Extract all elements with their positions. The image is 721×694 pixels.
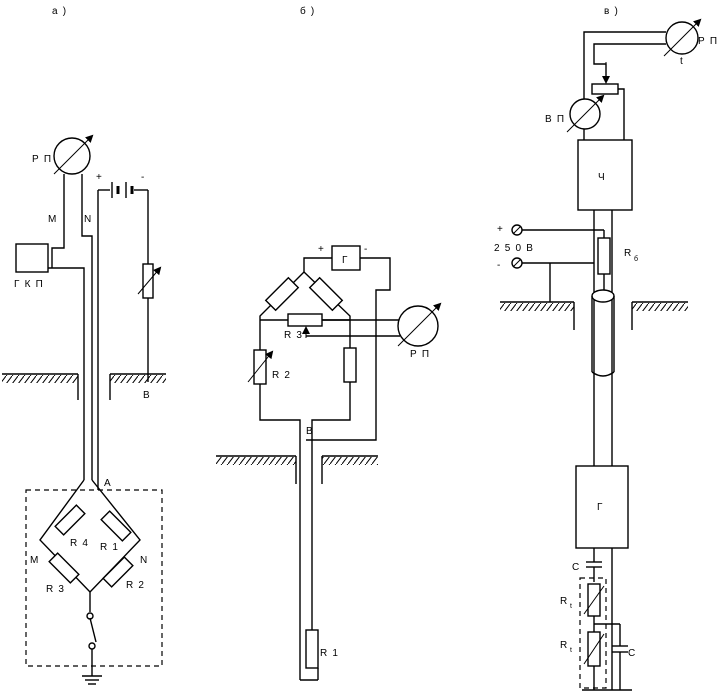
rb-resistor-c xyxy=(597,237,611,275)
generator-c xyxy=(575,465,629,549)
meter-rp-b-label: Р П xyxy=(410,349,430,360)
potentiometer-c xyxy=(591,83,619,95)
wire-m-label: М xyxy=(48,214,58,225)
r-right-b xyxy=(343,347,357,383)
meter-rp-b xyxy=(397,302,442,347)
r1-b-resistor xyxy=(305,629,319,669)
r2-a: R 2 xyxy=(126,580,145,591)
meter-rp-c xyxy=(663,18,702,57)
panel-c-tag: в ) xyxy=(604,6,619,17)
gkp-label: Г К П xyxy=(14,279,44,290)
battery-plus-a: + xyxy=(96,172,103,183)
freq-box-c xyxy=(577,139,633,211)
panel-a: а ) Р П М N Г К П + - В xyxy=(2,6,166,685)
t-label-c: t xyxy=(680,56,684,67)
gen-minus-b: - xyxy=(364,244,369,255)
rb-label-c: R xyxy=(624,248,632,259)
rt1-sub-c: t xyxy=(570,603,573,610)
r3-a: R 3 xyxy=(46,584,65,595)
thermistor-enclosure-c xyxy=(579,577,607,689)
freq-box-c-label: Ч xyxy=(598,172,606,183)
rt2-sub-c: t xyxy=(570,647,573,654)
meter-rp-a xyxy=(53,134,94,175)
meter-vp-c xyxy=(566,94,605,133)
cable-sheath-top-c xyxy=(591,289,615,303)
rt2-label-c: R xyxy=(560,640,568,651)
cap-side-c: С xyxy=(628,648,636,659)
terminal-plus-c: + xyxy=(497,224,504,235)
panel-a-tag: а ) xyxy=(52,6,67,17)
node-a-a: А xyxy=(104,478,112,489)
meter-rp-a-label: Р П xyxy=(32,154,52,165)
node-m-a: М xyxy=(30,555,40,566)
node-n-a: N xyxy=(140,555,148,566)
panel-b-tag: б ) xyxy=(300,5,315,17)
r1-a: R 1 xyxy=(100,542,119,553)
rt1-label-c: R xyxy=(560,596,568,607)
node-b-b: В xyxy=(306,426,314,437)
gen-plus-b: + xyxy=(318,244,325,255)
r3-b-resistor xyxy=(287,313,323,327)
voltage-c: 2 5 0 В xyxy=(494,243,534,254)
r3-b: R 3 xyxy=(284,330,303,341)
bridge-enclosure-a xyxy=(25,489,163,667)
generator-c-label: Г xyxy=(597,502,604,513)
gkp-box xyxy=(15,243,49,273)
r2-b: R 2 xyxy=(272,370,291,381)
cap-top-c: С xyxy=(572,562,580,573)
r4-a: R 4 xyxy=(70,538,89,549)
battery-minus-a: - xyxy=(141,172,146,183)
terminal-minus-c: - xyxy=(497,260,502,271)
panel-c: в ) Р П t В П Ч + - 2 5 0 В xyxy=(494,6,718,691)
rheostat-a xyxy=(142,263,154,299)
node-b-a: В xyxy=(143,390,151,401)
panel-b: б ) Г + - R 3 R 2 Р П В xyxy=(216,5,442,681)
wire-n-label: N xyxy=(84,214,92,225)
meter-vp-c-label: В П xyxy=(545,114,565,125)
r1-b: R 1 xyxy=(320,648,339,659)
meter-rp-c-label: Р П xyxy=(698,36,718,47)
rb-sub-c: б xyxy=(634,255,639,263)
generator-b-label: Г xyxy=(342,255,349,266)
